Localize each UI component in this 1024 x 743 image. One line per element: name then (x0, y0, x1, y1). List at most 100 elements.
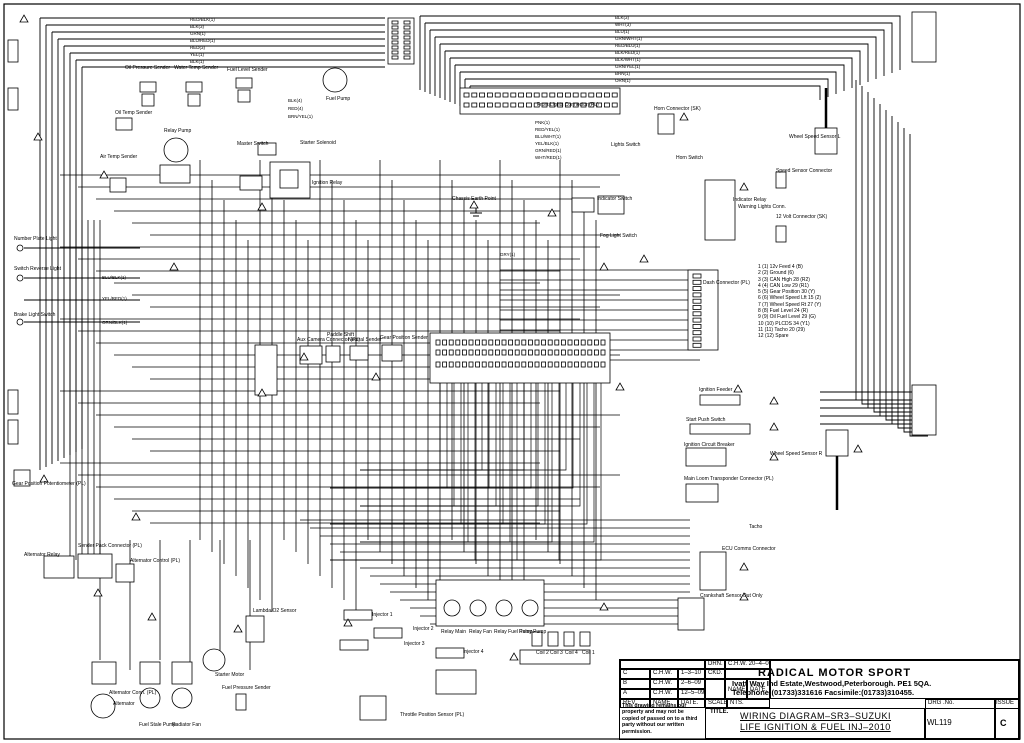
ecu-pin (561, 361, 566, 368)
front-light-pin (486, 102, 493, 108)
ecu-pin (488, 361, 494, 368)
ecu-pin (508, 339, 514, 346)
gear-position-label: Gear Position Potentiometer (PL) (12, 481, 86, 487)
dash-pin (692, 317, 702, 323)
wire-label: GRN/YEL(1) (615, 64, 641, 69)
legend-line: 9 (9) Oil Fuel Level 29 (G) (758, 314, 816, 321)
name-label: NAME. (725, 679, 747, 699)
ecu-pin (435, 361, 441, 368)
ecu-comms-label: ECU Comms Connector (722, 546, 776, 552)
warning-triangle-icon (299, 352, 309, 361)
ecu-pin (574, 339, 579, 346)
warning-triangle-icon (739, 562, 749, 571)
wire (420, 378, 525, 471)
component-group (7, 11, 937, 721)
ecu-pin (600, 361, 606, 368)
warning-triangle-icon (739, 592, 749, 601)
rev-b-date: 2–6–09 (678, 679, 705, 689)
rev-b-cell: B (620, 679, 650, 689)
ecu-pin (521, 339, 527, 346)
warning-triangle-icon (99, 170, 109, 179)
fuel-stale-pump-icon (139, 687, 161, 709)
ecu-pin (435, 339, 441, 346)
warning-lights-label: Warning Lights Conn. (738, 204, 786, 210)
wire (330, 378, 490, 489)
wire (885, 110, 920, 421)
oil-temp-sensor (115, 117, 133, 131)
dash-pin (692, 305, 702, 310)
drg-no-label: DRG .No. (926, 700, 994, 709)
coil1-label: Coil 1 (582, 650, 595, 656)
ecu-pin (541, 361, 546, 368)
paddle-shift-label: Paddle Shift (327, 332, 354, 338)
rev-c-date: 1–3–10 (678, 669, 705, 679)
relay-pump-fi-label: Relay Pump (519, 629, 547, 635)
fuse-block (239, 175, 263, 191)
ecu-pin (580, 361, 586, 368)
drn-value: C.H.W. 20–4–09 (725, 660, 770, 669)
wire-label: RED(3) (190, 45, 206, 50)
twelve-volt-label: 12 Volt Connector (SK) (776, 214, 828, 220)
rev-a-name: C.H.W. (650, 689, 678, 699)
warning-triangle-icon (343, 618, 353, 627)
horn-switch-label: Horn Switch (676, 155, 703, 161)
ecu-pin (514, 339, 520, 346)
sender-pack-label: Sender Pack Connector (PL) (78, 543, 142, 549)
legend-line: 1 (1) 12v Feed 4 (B) (758, 264, 803, 270)
alternator-conn-label: Alternator Conn. (PL) (109, 690, 157, 696)
wire-label: BLU/RED(1) (190, 38, 216, 43)
front-light-pin (510, 102, 517, 108)
ecu-pin (501, 339, 507, 346)
front-light-pin (588, 92, 595, 98)
wire-label: RED/YEL(1) (535, 127, 560, 132)
wire-label: ORN/BLK(1) (102, 320, 128, 325)
wire (867, 92, 914, 409)
wire (390, 378, 476, 561)
connector-pin (391, 25, 399, 30)
ecu-pin (494, 349, 500, 356)
wire-label: BLU(1) (615, 29, 630, 34)
rev-name-header: NAME. (650, 699, 678, 708)
rev-b-name: C.H.W. (650, 679, 678, 689)
oil-temp-label: Oil Temp Sender (115, 110, 153, 116)
wire-label: BLU/WHT(1) (535, 134, 561, 139)
ecu-pin (488, 339, 494, 346)
ecu-pin (534, 361, 540, 368)
wire (470, 205, 482, 217)
number-plate-label: Number Plate Light (14, 236, 57, 242)
ecu-pin (494, 361, 500, 368)
reverse-light-label: Switch Reverse Light (14, 266, 61, 272)
light-bulb-icon (16, 274, 24, 282)
coil-body (579, 631, 591, 647)
connector-pin (403, 35, 411, 40)
ckd-label: CKD. (705, 669, 725, 679)
ecu-pin (594, 349, 599, 356)
ecu-pin (541, 339, 546, 346)
front-light-pin (471, 92, 478, 98)
horn-label: Horn Connector (SK) (654, 106, 701, 112)
wire-label: GRY(1) (500, 252, 516, 257)
scale-label: SCALE. (705, 699, 727, 708)
ecu-pin (567, 339, 573, 346)
ecu-pin (448, 339, 454, 346)
wheel-speed-sensor-left (814, 127, 838, 155)
starter-motor-icon (202, 648, 226, 672)
wire (420, 15, 901, 70)
rev-header: REV. (620, 699, 650, 708)
start-push-label: Start Push Switch (686, 417, 726, 423)
alternator-connector-body (91, 661, 117, 685)
injector4-body (435, 647, 465, 659)
ecu-pin (461, 361, 467, 368)
wire (455, 64, 845, 91)
ecu-pin (508, 361, 514, 368)
indicator-relay-body (704, 179, 736, 241)
wire (425, 22, 893, 73)
wire (909, 134, 928, 437)
alternator-relay-body (43, 555, 75, 579)
company-name: RADICAL MOTOR SPORT (758, 667, 912, 679)
ecu-pin (514, 361, 520, 368)
radiator-fan-icon (171, 687, 193, 709)
ecu-pin (567, 349, 573, 356)
injector4-label: Injector 4 (463, 649, 484, 655)
wire-label: BLK(3) (615, 15, 630, 20)
